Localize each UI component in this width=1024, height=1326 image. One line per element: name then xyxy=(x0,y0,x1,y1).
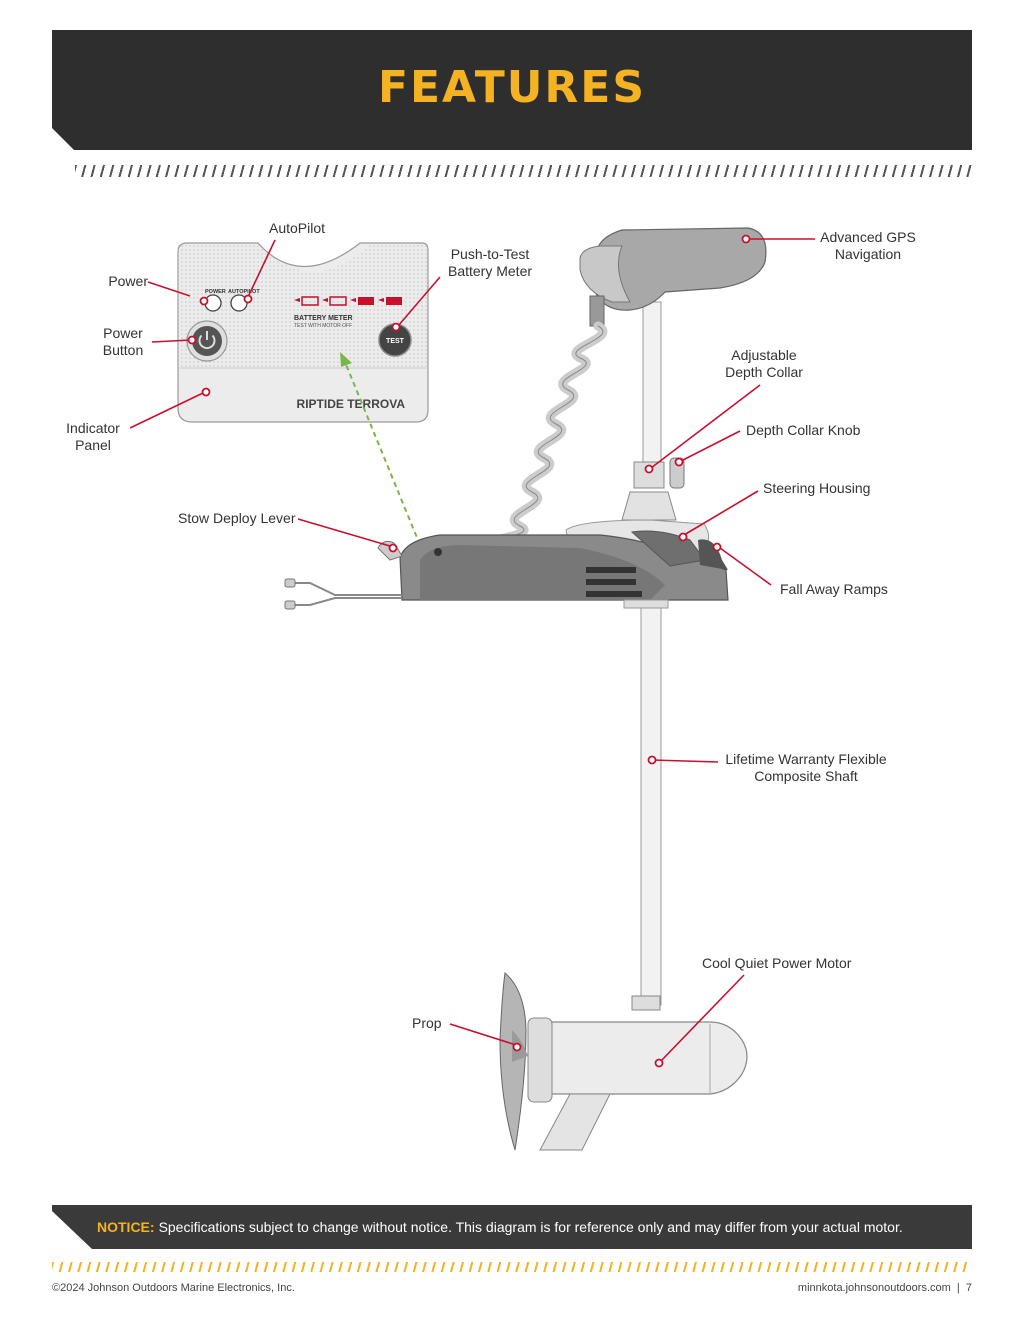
gps-head-unit xyxy=(579,227,767,327)
label-push-to-test: Push-to-Test Battery Meter xyxy=(447,246,533,279)
battery-meter-icon xyxy=(294,296,402,306)
footer-copyright: ©2024 Johnson Outdoors Marine Electronic… xyxy=(52,1282,295,1294)
page-title: FEATURES xyxy=(377,62,647,113)
callouts xyxy=(129,238,815,1063)
label-fall-away-ramps: Fall Away Ramps xyxy=(780,581,888,597)
motor-unit xyxy=(527,1017,748,1151)
panel-autopilot-text: AUTOPILOT xyxy=(228,289,260,295)
mount-base xyxy=(399,530,729,609)
notice-text: Specifications subject to change without… xyxy=(158,1219,903,1235)
label-autopilot: AutoPilot xyxy=(268,220,326,236)
header-banner xyxy=(52,30,972,150)
label-indicator-panel: Indicator Panel xyxy=(66,420,120,453)
battery-meter-text: BATTERY METER xyxy=(294,315,353,322)
indicator-panel: POWER AUTOPILOT BATTERY METER TEST WITH … xyxy=(177,242,429,423)
header-divider xyxy=(75,165,975,177)
label-adjustable-depth-collar: Adjustable Depth Collar xyxy=(725,347,803,380)
label-steering-housing: Steering Housing xyxy=(763,480,871,496)
label-advanced-gps: Advanced GPS Navigation xyxy=(820,229,916,262)
propeller xyxy=(499,972,528,1151)
footer-divider xyxy=(52,1262,972,1272)
power-leads xyxy=(284,578,402,610)
notice-bar xyxy=(52,1205,972,1249)
test-with-motor-off-text: TEST WITH MOTOR OFF xyxy=(294,323,352,329)
label-power: Power xyxy=(108,273,148,289)
label-power-button: Power Button xyxy=(102,325,144,358)
label-cool-quiet-motor: Cool Quiet Power Motor xyxy=(702,955,852,971)
test-button-label: TEST xyxy=(386,338,405,345)
label-depth-collar-knob: Depth Collar Knob xyxy=(746,422,861,438)
panel-brand: RIPTIDE TERROVA xyxy=(297,397,406,411)
callout-dots xyxy=(187,234,751,1068)
upper-shaft xyxy=(642,301,662,465)
power-button-icon xyxy=(186,320,228,362)
panel-location-arrow xyxy=(340,352,421,546)
label-stow-deploy-lever: Stow Deploy Lever xyxy=(178,510,296,526)
label-prop: Prop xyxy=(412,1015,442,1031)
label-lifetime-shaft: Lifetime Warranty Flexible Composite Sha… xyxy=(725,751,887,784)
notice-label: NOTICE: xyxy=(97,1219,155,1235)
composite-shaft xyxy=(640,604,662,1006)
panel-power-text: POWER xyxy=(205,289,226,295)
depth-collar xyxy=(633,461,665,489)
footer-site-page: minnkota.johnsonoutdoors.com | 7 xyxy=(797,1282,972,1294)
steering-housing xyxy=(621,491,677,521)
notice: NOTICE:Specifications subject to change … xyxy=(97,1219,903,1235)
